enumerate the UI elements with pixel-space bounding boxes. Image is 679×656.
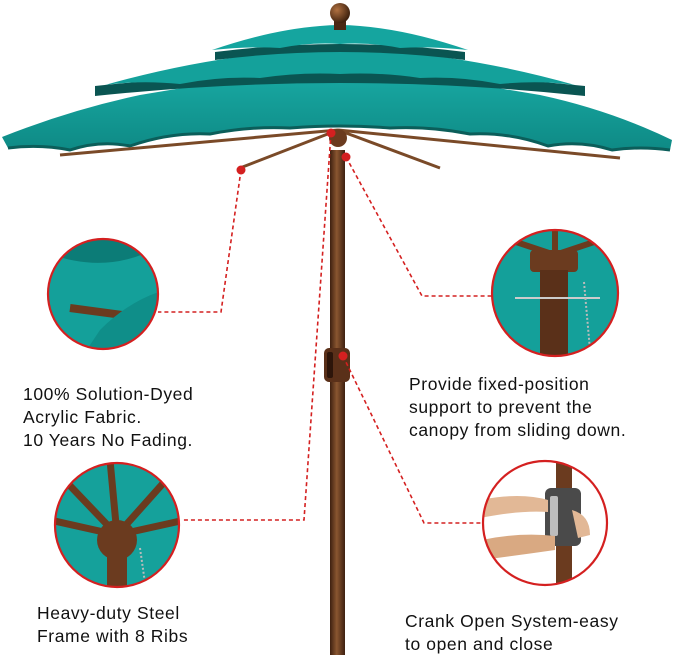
caption-line: 100% Solution-Dyed [23, 384, 194, 404]
caption-line: 10 Years No Fading. [23, 430, 193, 450]
caption-line: support to prevent the [409, 397, 593, 417]
callout-lines [158, 132, 493, 524]
crank-detail-circle [481, 459, 609, 587]
caption-line: Provide fixed-position [409, 374, 590, 394]
feature-caption-fabric: 100% Solution-Dyed Acrylic Fabric. 10 Ye… [23, 383, 193, 452]
umbrella-canopy [2, 3, 672, 170]
caption-line: Acrylic Fabric. [23, 407, 142, 427]
caption-line: Crank Open System-easy [405, 611, 619, 631]
umbrella-pole [324, 150, 350, 655]
caption-line: Frame with 8 Ribs [37, 626, 189, 646]
callout-dots [236, 128, 351, 361]
support-detail-circle [490, 228, 620, 358]
frame-detail-circle [53, 461, 181, 589]
fabric-detail-circle [46, 237, 160, 351]
caption-line: Heavy-duty Steel [37, 603, 180, 623]
caption-line: canopy from sliding down. [409, 420, 627, 440]
caption-line: to open and close [405, 634, 554, 654]
feature-caption-support: Provide fixed-position support to preven… [409, 373, 626, 442]
feature-caption-frame: Heavy-duty Steel Frame with 8 Ribs [37, 602, 188, 648]
feature-caption-crank: Crank Open System-easy to open and close [405, 610, 619, 656]
